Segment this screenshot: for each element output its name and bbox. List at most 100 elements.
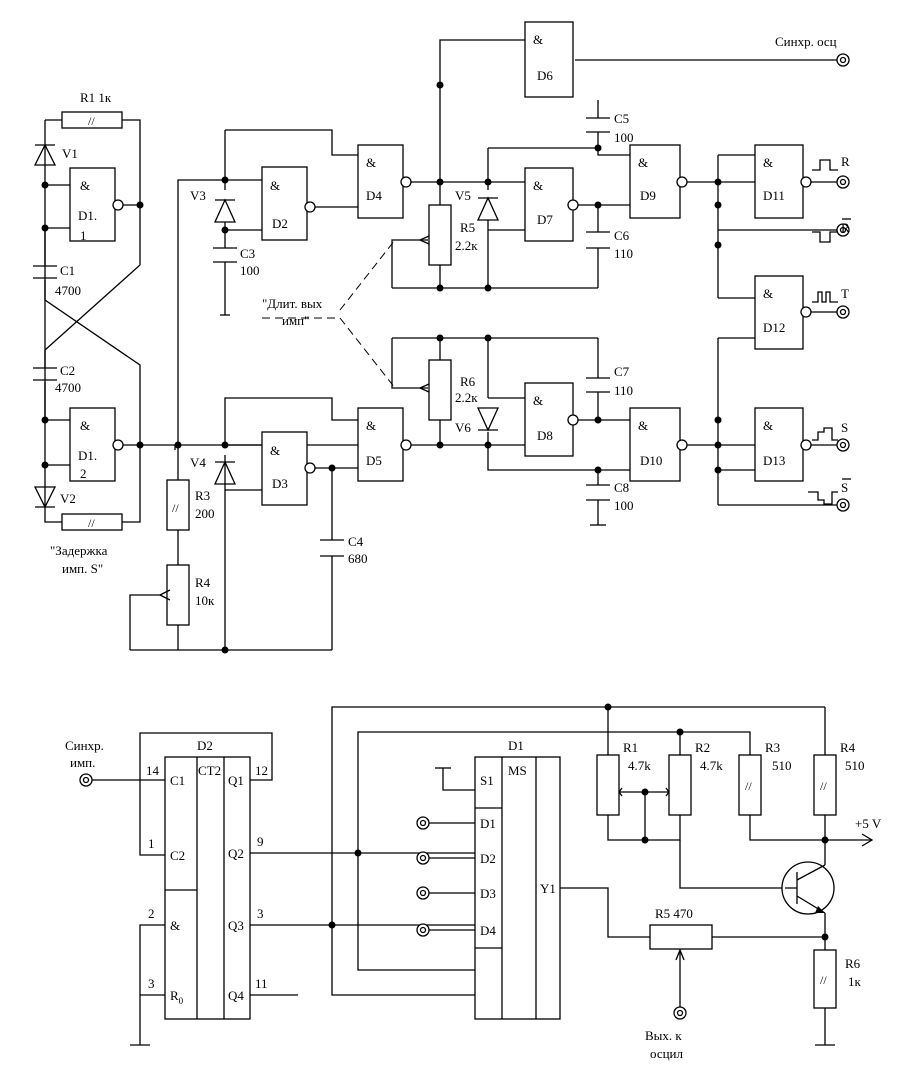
svg-text:C7: C7 [614, 364, 630, 379]
svg-text:D1.: D1. [78, 448, 97, 463]
mux-d1 [474, 756, 561, 1020]
svg-text:S: S [841, 480, 848, 495]
waveform-icons [808, 159, 838, 505]
svg-text:2: 2 [80, 466, 87, 481]
svg-text:D5: D5 [366, 453, 382, 468]
c4-capacitor [320, 539, 344, 557]
svg-text:D4: D4 [366, 188, 382, 203]
svg-text:110: 110 [614, 383, 633, 398]
svg-text:осцил: осцил [650, 1046, 684, 1061]
c1-capacitor [33, 265, 57, 279]
svg-text:Q2: Q2 [228, 846, 244, 861]
svg-text:10к: 10к [195, 593, 215, 608]
svg-text://: // [88, 516, 95, 530]
gate-d6 [524, 21, 574, 98]
svg-text:3: 3 [257, 906, 264, 921]
svg-text:4.7k: 4.7k [628, 758, 651, 773]
svg-text:имп.: имп. [70, 755, 95, 770]
left-loop-wires [44, 119, 360, 523]
svg-text:110: 110 [614, 246, 633, 261]
svg-text:&: & [366, 155, 376, 170]
c6-capacitor [586, 231, 610, 249]
upper-branch-wires [391, 39, 838, 313]
svg-text:D1.: D1. [78, 208, 97, 223]
r1-resistor-bottom [596, 754, 620, 816]
svg-text:C2: C2 [60, 363, 75, 378]
svg-text:S1: S1 [480, 773, 494, 788]
svg-text:D1: D1 [480, 816, 496, 831]
svg-text://: // [820, 973, 827, 987]
svg-text:R3: R3 [195, 488, 210, 503]
svg-text:R5 470: R5 470 [655, 906, 693, 921]
svg-text:R: R [841, 220, 850, 235]
dur-pointer-lower [339, 317, 396, 389]
svg-text:&: & [366, 418, 376, 433]
svg-text:V2: V2 [60, 491, 76, 506]
svg-text:R6: R6 [845, 956, 861, 971]
c5-capacitor [586, 117, 610, 133]
svg-text:Q3: Q3 [228, 918, 244, 933]
mid-left-wires [129, 129, 358, 651]
svg-text://: // [88, 114, 95, 128]
svg-text:V4: V4 [190, 455, 206, 470]
c7-capacitor [586, 377, 610, 393]
svg-text:C4: C4 [348, 534, 364, 549]
gate-d2 [261, 166, 308, 241]
top-junctions [41, 81, 722, 654]
svg-text:V6: V6 [455, 420, 471, 435]
svg-text:R3: R3 [765, 740, 780, 755]
svg-text:&: & [80, 418, 90, 433]
svg-text:&: & [638, 418, 648, 433]
svg-text:D2: D2 [272, 216, 288, 231]
r3-resistor [166, 479, 190, 531]
transistor [781, 861, 835, 915]
svg-text:&: & [270, 178, 280, 193]
svg-text:D12: D12 [763, 320, 785, 335]
svg-text:200: 200 [195, 506, 215, 521]
gate-d3 [261, 431, 308, 506]
gate-d12 [754, 275, 804, 350]
svg-text://: // [172, 501, 179, 515]
svg-text:MS: MS [508, 763, 527, 778]
svg-text:2.2к: 2.2к [455, 238, 478, 253]
bottom-junctions [328, 703, 829, 941]
svg-text:D1: D1 [508, 738, 524, 753]
counter-d2 [164, 756, 251, 1020]
c8-capacitor [586, 484, 610, 501]
svg-text:2.2к: 2.2к [455, 390, 478, 405]
svg-text:D2: D2 [480, 851, 496, 866]
svg-text:12: 12 [255, 763, 268, 778]
gate-d13 [754, 407, 804, 482]
svg-text:R5: R5 [460, 220, 475, 235]
svg-text:+5 V: +5 V [855, 816, 882, 831]
svg-text:D7: D7 [537, 212, 553, 227]
bar-overlines [842, 218, 851, 480]
svg-text:2: 2 [148, 906, 155, 921]
gate-d8 [524, 382, 574, 457]
bottom-schematic: // // // D2 CT2 C1 C2 & R0 14 1 2 3 Q1 Q… [65, 703, 882, 1061]
svg-text:R2: R2 [695, 740, 710, 755]
svg-text:CT2: CT2 [198, 763, 221, 778]
svg-text:&: & [638, 155, 648, 170]
svg-text:S: S [841, 420, 848, 435]
svg-text:R6: R6 [460, 374, 476, 389]
top-schematic: // // // [33, 21, 851, 654]
svg-text:&: & [80, 178, 90, 193]
svg-text://: // [745, 779, 752, 793]
r3-resistor-bottom [738, 754, 762, 816]
svg-text:4700: 4700 [55, 380, 81, 395]
svg-text:C5: C5 [614, 111, 629, 126]
svg-text:D2: D2 [197, 738, 213, 753]
r-delay-resistor [61, 513, 123, 531]
svg-text:&: & [170, 918, 180, 933]
svg-text://: // [820, 779, 827, 793]
svg-text:C6: C6 [614, 228, 630, 243]
svg-text:V3: V3 [190, 188, 206, 203]
r5-potentiometer [428, 204, 452, 266]
svg-text:R4: R4 [840, 740, 856, 755]
svg-text:4700: 4700 [55, 283, 81, 298]
svg-text:&: & [763, 155, 773, 170]
svg-text:C1: C1 [170, 773, 185, 788]
svg-text:"Длит. вых: "Длит. вых [262, 296, 323, 311]
